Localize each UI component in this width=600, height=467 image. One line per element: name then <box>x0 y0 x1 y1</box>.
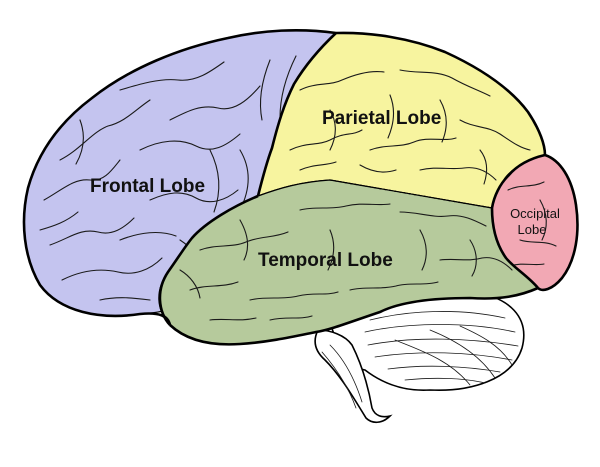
occipital-lobe-label-line2: Lobe <box>518 222 547 237</box>
brainstem <box>314 329 393 424</box>
occipital-lobe-label-line1: Occipital <box>510 206 560 221</box>
cerebellum <box>329 290 525 391</box>
parietal-lobe-label: Parietal Lobe <box>322 108 441 129</box>
temporal-lobe-label: Temporal Lobe <box>258 250 393 271</box>
lobe-boundaries <box>22 28 579 346</box>
frontal-lobe-label: Frontal Lobe <box>90 176 205 197</box>
